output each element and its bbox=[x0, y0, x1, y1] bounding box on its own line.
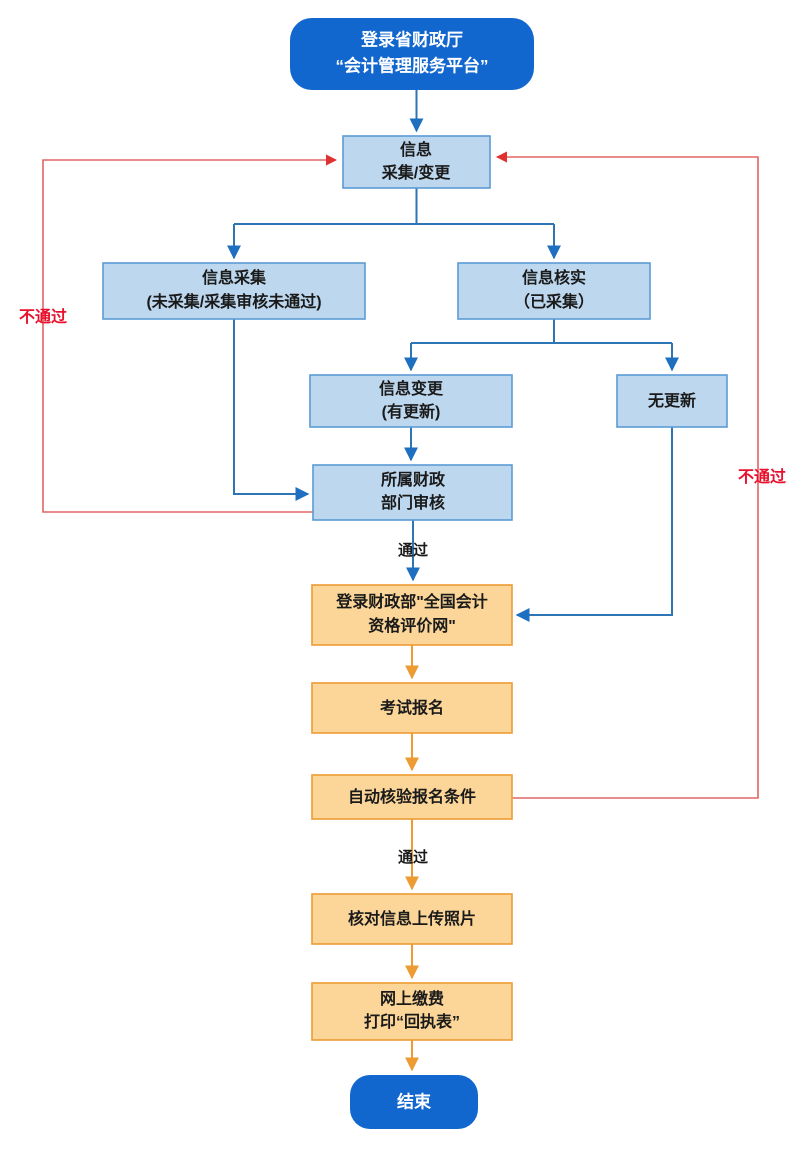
node-online-pay-line-1: 网上缴费 bbox=[380, 989, 444, 1008]
node-info-verify[interactable]: 信息核实 （已采集） bbox=[457, 262, 651, 320]
node-exam-signup[interactable]: 考试报名 bbox=[311, 682, 513, 734]
node-check-upload-shape bbox=[311, 893, 513, 945]
node-online-pay-line-2: 打印“回执表” bbox=[364, 1012, 460, 1031]
node-finance-review-shape bbox=[312, 464, 513, 521]
node-info-verify-line-1: 信息核实 bbox=[522, 268, 586, 287]
node-info-change-line-1: 信息变更 bbox=[379, 379, 444, 398]
node-check-upload[interactable]: 核对信息上传照片 bbox=[311, 893, 513, 945]
node-online-pay[interactable]: 网上缴费 打印“回执表” bbox=[311, 982, 513, 1041]
node-online-pay-shape bbox=[311, 982, 513, 1041]
node-info-collect[interactable]: 信息采集 (未采集/采集审核未通过) bbox=[102, 262, 366, 320]
node-login-mof-shape bbox=[311, 584, 513, 646]
node-login-mof-line-1: 登录财政部"全国会计 bbox=[335, 592, 488, 611]
node-info-collect-line-2: (未采集/采集审核未通过) bbox=[146, 292, 321, 311]
node-start-line-2: “会计管理服务平台” bbox=[336, 55, 489, 75]
node-end-line-1: 结束 bbox=[397, 1091, 431, 1111]
node-auto-verify-shape bbox=[311, 774, 513, 820]
node-collect-change[interactable]: 信息 采集/变更 bbox=[342, 135, 491, 189]
node-start[interactable]: 登录省财政厅 “会计管理服务平台” bbox=[290, 18, 534, 90]
node-finance-review-line-1: 所属财政 bbox=[381, 470, 446, 489]
node-login-mof[interactable]: 登录财政部"全国会计 资格评价网" bbox=[311, 584, 513, 646]
node-no-update-line-1: 无更新 bbox=[647, 391, 696, 410]
node-collect-change-line-2: 采集/变更 bbox=[381, 163, 451, 182]
node-info-collect-shape bbox=[102, 262, 366, 320]
node-exam-signup-line-1: 考试报名 bbox=[380, 698, 444, 717]
node-start-line-1: 登录省财政厅 bbox=[360, 29, 463, 49]
node-info-verify-line-2: （已采集） bbox=[514, 292, 594, 311]
edge-label-fail-left: 不通过 bbox=[19, 307, 67, 326]
node-end[interactable]: 结束 bbox=[350, 1075, 478, 1129]
node-auto-verify-line-1: 自动核验报名条件 bbox=[348, 787, 476, 806]
node-collect-change-shape bbox=[342, 135, 491, 189]
node-auto-verify[interactable]: 自动核验报名条件 bbox=[311, 774, 513, 820]
node-info-change-shape bbox=[309, 374, 513, 428]
node-end-shape bbox=[350, 1075, 478, 1129]
node-finance-review[interactable]: 所属财政 部门审核 bbox=[312, 464, 513, 521]
node-info-collect-line-1: 信息采集 bbox=[202, 268, 267, 287]
node-info-verify-shape bbox=[457, 262, 651, 320]
edge-infocollect-to-review bbox=[233, 319, 310, 501]
node-exam-signup-shape bbox=[311, 682, 513, 734]
node-login-mof-line-2: 资格评价网" bbox=[368, 616, 456, 635]
node-collect-change-line-1: 信息 bbox=[400, 140, 432, 159]
edge-noupdate-to-loginmof bbox=[515, 427, 673, 622]
node-info-change[interactable]: 信息变更 (有更新) bbox=[309, 374, 513, 428]
edge-review-fail-loop bbox=[42, 154, 338, 513]
edge-layer bbox=[42, 90, 759, 1072]
node-finance-review-line-2: 部门审核 bbox=[381, 493, 445, 512]
edge-label-pass-2: 通过 bbox=[398, 848, 428, 866]
node-no-update[interactable]: 无更新 bbox=[616, 374, 728, 428]
edge-label-pass-1: 通过 bbox=[398, 541, 428, 559]
edge-label-layer: 通过 通过 不通过 不通过 bbox=[19, 307, 786, 866]
node-check-upload-line-1: 核对信息上传照片 bbox=[348, 909, 476, 928]
node-no-update-shape bbox=[616, 374, 728, 428]
edge-autoverify-fail-loop bbox=[495, 151, 759, 799]
node-info-change-line-2: (有更新) bbox=[382, 402, 441, 421]
node-start-shape bbox=[290, 18, 534, 90]
edge-label-fail-right: 不通过 bbox=[738, 467, 786, 486]
